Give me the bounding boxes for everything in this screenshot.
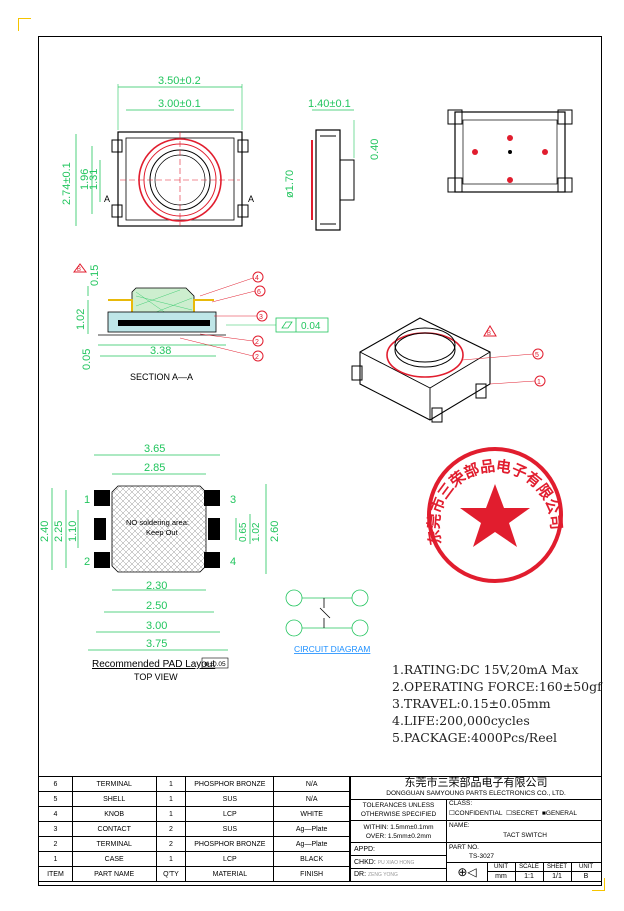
- pad-layout-tolerance: ⊕±0.05: [204, 661, 226, 668]
- class-secret: ☐SECRET: [506, 810, 539, 817]
- dim-width-300: 3.00±0.1: [158, 98, 201, 110]
- pad-dim-285: 2.85: [144, 462, 165, 474]
- flatness-tolerance: 0.04: [301, 321, 321, 332]
- section-caption: SECTION A—A: [130, 372, 193, 382]
- section-mark-a-left: A: [104, 194, 110, 204]
- pad-dim-365: 3.65: [144, 443, 165, 455]
- balloon-2a: 2: [255, 339, 259, 346]
- bottom-view: [447, 109, 573, 193]
- pin-label-1: 1: [84, 494, 90, 506]
- spec-package: 5.PACKAGE:4000Pcs/Reel: [392, 730, 558, 745]
- dim-height-131: 1.31: [88, 169, 100, 190]
- unit-grid: UNIT SCALE SHEET UNIT mm 1:1 1/1 B: [487, 863, 601, 881]
- dim-height-196: 1.96: [79, 169, 91, 190]
- company-name-cn: 东莞市三荣部品电子有限公司: [404, 776, 548, 789]
- pad-dim-260: 2.60: [269, 521, 281, 542]
- pad-dim-240: 2.40: [39, 521, 51, 542]
- pad-layout-title: Recommended PAD Layout: [92, 659, 215, 670]
- balloon-iso-5: 5: [535, 352, 539, 359]
- dim-height-102: 1.02: [75, 309, 87, 330]
- pad-dim-250: 2.50: [146, 600, 167, 612]
- class-confidential: ☐CONFIDENTIAL: [449, 810, 503, 817]
- chkd-cell: CHKD: PU XIAO HONG: [351, 856, 447, 869]
- drawing-sheet: [38, 36, 602, 886]
- isometric-view: 5 1 B: [351, 317, 546, 423]
- balloon-iso-1: 1: [537, 379, 541, 386]
- class-cell: CLASS: ☐CONFIDENTIAL ☐SECRET ■GENERAL: [447, 799, 601, 821]
- section-mark-a-right: A: [248, 194, 254, 204]
- part-no-cell: PART NO. TS-3027: [447, 843, 601, 863]
- spec-operating-force: 2.OPERATING FORCE:160±50gf: [392, 679, 602, 694]
- dim-height-005: 0.05: [81, 349, 93, 370]
- balloon-3: 3: [259, 314, 263, 321]
- balloon-6: 6: [257, 289, 261, 296]
- company-name-en: DONGGUAN SAMYOUNG PARTS ELECTRONICS CO.,…: [386, 790, 566, 797]
- company-seal: 东莞市三荣部品电子有限公司: [425, 447, 565, 583]
- pin-label-4: 4: [230, 556, 236, 568]
- pad-dim-230: 2.30: [146, 580, 167, 592]
- company-header: 东莞市三荣部品电子有限公司 DONGGUAN SAMYOUNG PARTS EL…: [351, 777, 601, 800]
- dim-height-040: 0.40: [369, 139, 381, 160]
- dim-depth-140: 1.40±0.1: [308, 98, 351, 110]
- dr-cell: DR: ZENG YONG: [351, 869, 447, 881]
- spec-list: 1.RATING:DC 15V,20mA Max 2.OPERATING FOR…: [392, 661, 602, 746]
- pin-label-3: 3: [230, 494, 236, 506]
- side-view: 1.40±0.1 ø1.70 0.40: [284, 98, 381, 231]
- balloon-2b: 2: [255, 354, 259, 361]
- circuit-diagram: [285, 589, 369, 637]
- pad-dim-065: 0.65: [238, 522, 249, 542]
- circuit-caption: CIRCUIT DIAGRAM: [294, 644, 370, 654]
- top-view: 3.50±0.2 3.00±0.1 2.74±0.1 1.96 1.31 A A: [61, 75, 254, 227]
- keepout-line-2: Keep Out: [146, 528, 179, 537]
- section-view: 0.15 1.02 0.05 3.38 0.04 4 6 3 2 2 B SEC…: [73, 263, 329, 382]
- pad-layout: 1 2 3 4 NO soldering area: Keep Out 3.65…: [39, 443, 281, 682]
- dim-travel-015: 0.15: [89, 265, 101, 286]
- corner-mark-bottom-right: [592, 878, 605, 891]
- dim-diameter-170: ø1.70: [284, 170, 296, 198]
- spec-life: 4.LIFE:200,000cycles: [392, 713, 530, 728]
- dim-height-274: 2.74±0.1: [61, 162, 73, 205]
- pin-label-2: 2: [84, 556, 90, 568]
- appd-cell: APPD:: [351, 843, 447, 856]
- projection-symbol: ⊕◁: [447, 863, 488, 881]
- pad-dim-102: 1.02: [251, 522, 262, 542]
- spec-rating: 1.RATING:DC 15V,20mA Max: [392, 662, 579, 677]
- keepout-line-1: NO soldering area:: [126, 518, 189, 527]
- rev-triangle-iso: B: [487, 331, 491, 337]
- class-general: ■GENERAL: [541, 810, 577, 817]
- balloon-4: 4: [255, 275, 259, 282]
- rev-triangle-section: B: [77, 267, 81, 273]
- top-view-caption: TOP VIEW: [134, 672, 178, 682]
- dim-width-350: 3.50±0.2: [158, 75, 201, 87]
- pad-dim-375: 3.75: [146, 638, 167, 650]
- pad-dim-225: 2.25: [53, 521, 65, 542]
- pad-dim-300: 3.00: [146, 620, 167, 632]
- corner-mark-top-left: [18, 18, 31, 31]
- spec-travel: 3.TRAVEL:0.15±0.05mm: [392, 696, 551, 711]
- pad-dim-110: 1.10: [67, 521, 79, 542]
- dim-width-338: 3.38: [150, 345, 171, 357]
- name-cell: NAME: TACT SWITCH: [447, 821, 601, 843]
- title-block: 东莞市三荣部品电子有限公司 DONGGUAN SAMYOUNG PARTS EL…: [350, 776, 602, 882]
